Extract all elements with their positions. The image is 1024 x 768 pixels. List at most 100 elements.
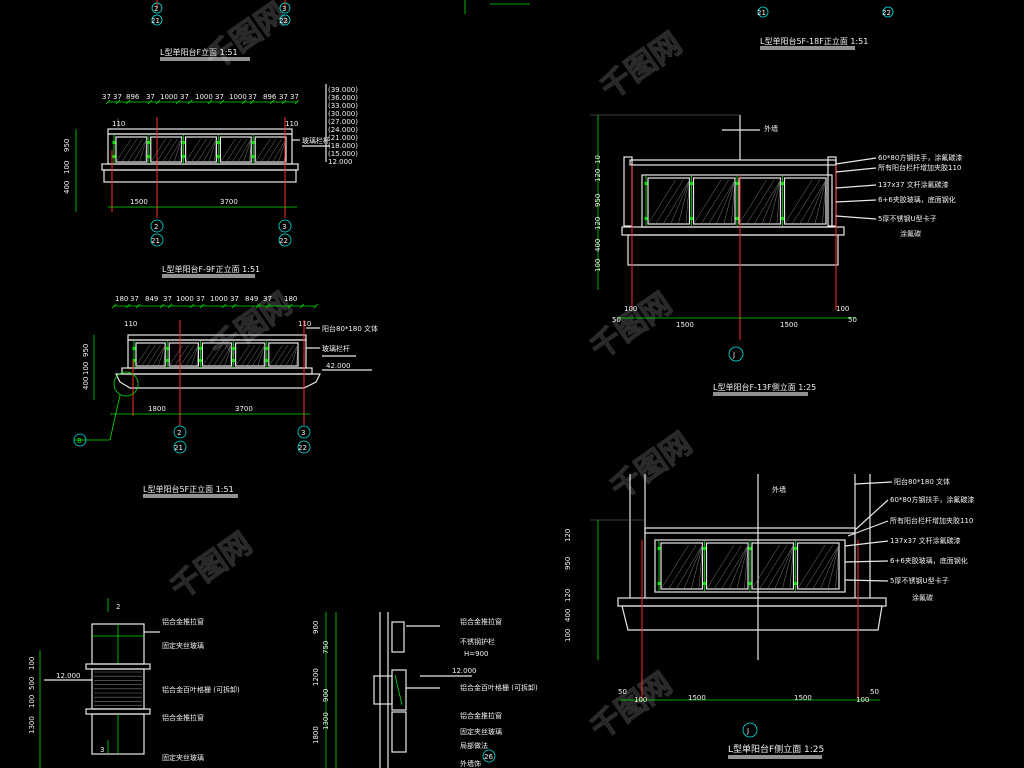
section-a: 2 100 500 100 1300 12.000 3 铝合金推拉窗 固定夹丝玻… [28,598,240,768]
svg-text:37: 37 [113,93,122,101]
svg-text:100: 100 [594,259,602,272]
svg-text:(33.000): (33.000) [328,102,358,110]
svg-text:37: 37 [248,93,257,101]
svg-text:896: 896 [126,93,140,101]
grid-label: 3 [282,5,286,13]
svg-text:(36.000): (36.000) [328,94,358,102]
drawing-title: L型单阳台F-13F侧立面 1:25 [713,382,816,392]
svg-text:21: 21 [174,444,183,452]
glass-panel [150,136,183,163]
svg-text:1800: 1800 [312,726,320,744]
svg-text:固定夹丝玻璃: 固定夹丝玻璃 [162,641,204,650]
svg-text:37: 37 [196,295,205,303]
svg-text:120: 120 [594,169,602,182]
glass-panel [705,542,749,590]
svg-text:3: 3 [100,746,104,754]
watermark-text: 千图网 [585,286,679,366]
svg-text:H=900: H=900 [464,650,489,658]
glass-panel [692,177,736,225]
svg-text:60*80方钢扶手，涂氟碳漆: 60*80方钢扶手，涂氟碳漆 [890,495,974,504]
svg-text:1000: 1000 [229,93,247,101]
svg-text:37: 37 [263,295,272,303]
svg-text:1500: 1500 [794,694,812,702]
svg-text:750: 750 [322,641,330,654]
svg-text:(39.000): (39.000) [328,86,358,94]
watermark-text: 千图网 [585,666,679,746]
svg-text:1500: 1500 [688,694,706,702]
svg-text:950: 950 [63,139,71,152]
svg-text:37: 37 [180,93,189,101]
svg-text:100: 100 [564,629,572,642]
svg-text:1300: 1300 [322,712,330,730]
svg-text:100: 100 [634,696,647,704]
svg-text:21: 21 [151,237,160,245]
glass-panel [168,342,199,367]
watermark-text: 千图网 [605,426,699,506]
svg-text:849: 849 [245,295,258,303]
glass-panel [254,136,287,163]
drawing-title: L型单阳台F-9F正立面 1:51 [162,264,260,274]
svg-text:120: 120 [564,589,572,602]
svg-text:100: 100 [82,362,90,375]
svg-text:3: 3 [301,429,305,437]
glass-panel [660,542,704,590]
svg-text:60*80方钢扶手，涂氟碳漆: 60*80方钢扶手，涂氟碳漆 [878,153,962,162]
grid-bubble [279,2,291,14]
svg-text:阳台80*180 文体: 阳台80*180 文体 [894,477,950,486]
elevation-b: 180 37 849 37 1000 37 1000 37 849 37 180… [73,295,378,498]
svg-text:100: 100 [624,305,637,313]
top-right-fragment: 21 22 L型单阳台5F-18F正立面 1:51 [757,6,894,50]
svg-text:950: 950 [82,344,90,357]
glass-panel [796,542,840,590]
grid-bubble [757,6,769,18]
svg-text:所有阳台栏杆增加夹胶110: 所有阳台栏杆增加夹胶110 [890,516,973,525]
svg-text:1500: 1500 [130,198,148,206]
svg-text:849: 849 [145,295,158,303]
svg-text:22: 22 [298,444,307,452]
svg-text:400: 400 [63,181,71,194]
balcony-slab [115,373,321,389]
svg-text:1000: 1000 [195,93,213,101]
drawing-title: L型单阳台5F-18F正立面 1:51 [760,36,868,46]
svg-text:37: 37 [230,295,239,303]
balcony-slab [621,605,883,631]
svg-text:400: 400 [82,377,90,390]
svg-text:400: 400 [564,609,572,622]
svg-text:3700: 3700 [220,198,238,206]
grid-label: 22 [279,17,288,25]
svg-text:5厚不锈钢U型卡子: 5厚不锈钢U型卡子 [878,214,937,223]
svg-text:铝合金推拉窗: 铝合金推拉窗 [162,617,204,626]
svg-text:涂氟碳: 涂氟碳 [912,593,933,602]
glass-panel [135,342,166,367]
svg-text:137x37 文杆涂氟碳漆: 137x37 文杆涂氟碳漆 [890,536,961,545]
svg-text:铝合金推拉窗: 铝合金推拉窗 [162,713,204,722]
glass-panel [738,177,782,225]
grid-bubble [882,6,894,18]
svg-text:1500: 1500 [676,321,694,329]
elevation-a: 37 37 896 37 1000 37 1000 37 1000 37 896… [63,84,358,278]
svg-text:37: 37 [163,295,172,303]
svg-text:6+6夹胶玻璃，底面钢化: 6+6夹胶玻璃，底面钢化 [890,556,968,565]
svg-text:J: J [732,351,735,359]
svg-text:1000: 1000 [160,93,178,101]
slab-edge [121,367,313,375]
svg-text:3700: 3700 [235,405,253,413]
svg-text:外墙: 外墙 [764,124,778,133]
svg-text:37: 37 [146,93,155,101]
svg-text:50: 50 [618,688,627,696]
grid-bubble [279,14,291,26]
glass-panel [185,136,218,163]
top-left-fragment: 2 21 3 22 L型单阳台F立面 1:51 [151,0,530,61]
svg-text:37: 37 [279,93,288,101]
balcony-slab [627,234,839,266]
grid-label: 22 [882,9,891,17]
svg-text:(21.000): (21.000) [328,134,358,142]
svg-text:110: 110 [285,120,298,128]
svg-text:(18.000): (18.000) [328,142,358,150]
slab-edge [101,163,299,171]
svg-text:50: 50 [612,316,621,324]
svg-text:37: 37 [102,93,111,101]
svg-text:896: 896 [263,93,277,101]
handrail [107,128,293,135]
svg-text:500: 500 [28,677,36,690]
